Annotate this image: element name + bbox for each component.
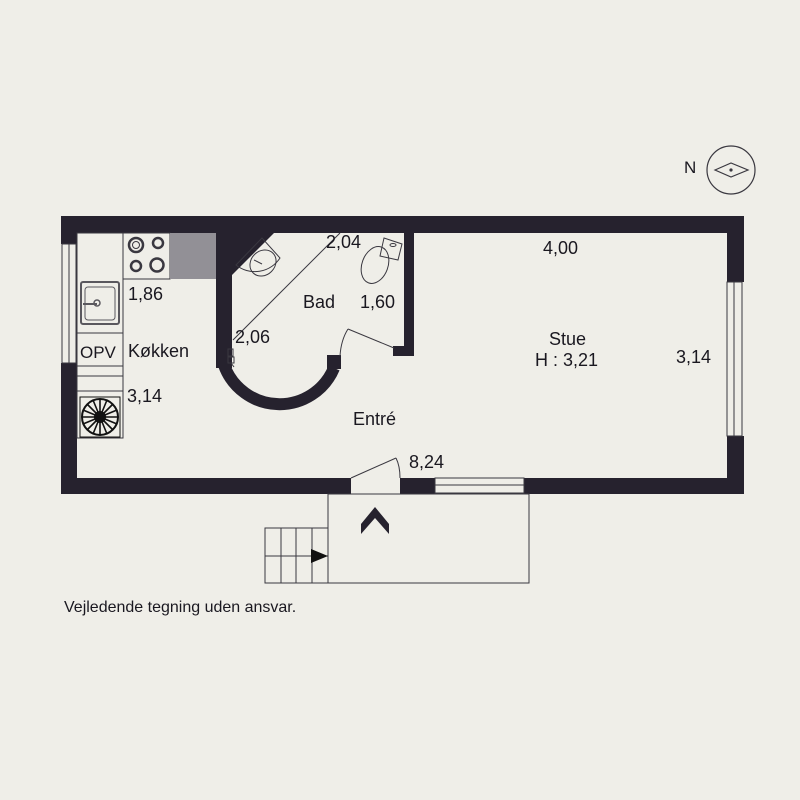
- entrance-platform: [327, 493, 530, 584]
- exterior-walls: [61, 216, 744, 494]
- stairs-direction-arrow-icon: [311, 549, 328, 563]
- toilet-icon: [360, 237, 403, 284]
- bathroom-door[interactable]: [339, 328, 395, 357]
- bath-top-dim: 2,04: [326, 232, 361, 252]
- living-width-dim: 4,00: [543, 238, 578, 258]
- compass-circle-icon: [706, 145, 756, 195]
- kitchen-length-dim: 3,14: [127, 386, 162, 406]
- window-bottom: [434, 477, 525, 494]
- entrance-name: Entré: [353, 409, 396, 429]
- bathroom-sink-icon: [235, 237, 281, 277]
- living-height: H : 3,21: [535, 350, 598, 370]
- entrance-dim: 8,24: [409, 452, 444, 472]
- window-left: [61, 243, 77, 364]
- north-label: N: [684, 158, 696, 177]
- disclaimer-text: Vejledende tegning uden ansvar.: [64, 599, 297, 616]
- bathroom-walls: [216, 233, 414, 411]
- kitchen-counter: [76, 232, 216, 439]
- kitchen-sink-icon: [80, 281, 120, 325]
- ventilation-fan-icon: [79, 396, 121, 438]
- kitchen-width-dim: 1,86: [128, 284, 163, 304]
- front-door[interactable]: [350, 457, 401, 479]
- compass-needle-icon: [713, 162, 750, 178]
- bath-left-dim: 2,06: [235, 327, 270, 347]
- bath-right-dim: 1,60: [360, 292, 395, 312]
- entrance-chevron-icon: [361, 507, 389, 534]
- living-length-dim: 3,14: [676, 347, 711, 367]
- shower-fixture-icon: [227, 348, 235, 368]
- stove-icon: [127, 236, 165, 273]
- living-name: Stue: [549, 329, 586, 349]
- compass: N: [684, 145, 756, 195]
- window-right: [726, 281, 743, 437]
- kitchen-name: Køkken: [128, 341, 189, 361]
- fridge-label: OPV: [80, 343, 117, 362]
- shower-divider: [232, 232, 341, 341]
- bath-name: Bad: [303, 292, 335, 312]
